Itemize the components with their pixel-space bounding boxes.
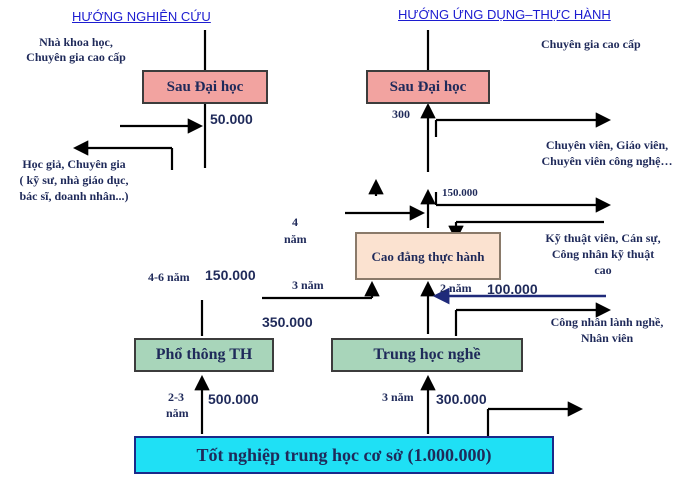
figure-500000: 500.000 bbox=[208, 391, 259, 407]
lower-secondary-box: Tốt nghiệp trung học cơ sở (1.000.000) bbox=[134, 436, 554, 474]
label-line: Nhà khoa học, bbox=[39, 35, 113, 49]
label-line: Kỹ thuật viên, Cán sự, bbox=[545, 231, 661, 245]
figure-100000: 100.000 bbox=[487, 281, 538, 297]
header-applied: HƯỚNG ỨNG DỤNG–THỰC HÀNH bbox=[398, 7, 611, 22]
label-line: bác sĩ, doanh nhân...) bbox=[19, 189, 129, 203]
label-line: Công nhân kỹ thuật bbox=[551, 247, 655, 261]
label-line: Công nhân lành nghề, bbox=[550, 315, 664, 329]
label-line: Nhân viên bbox=[580, 331, 634, 345]
label-line: Chuyên gia cao cấp bbox=[26, 50, 126, 64]
label-specialist: Chuyên viên, Giáo viên, Chuyên viên công… bbox=[528, 137, 686, 169]
figure-years-2-3: 2-3 bbox=[168, 390, 184, 404]
figure-300: 300 bbox=[392, 107, 410, 121]
postgrad-box-research: Sau Đại học bbox=[142, 70, 268, 104]
label-line: ( kỹ sư, nhà giáo dục, bbox=[19, 173, 129, 187]
label-worker: Công nhân lành nghề, Nhân viên bbox=[530, 314, 684, 346]
postgrad-box-applied: Sau Đại học bbox=[366, 70, 490, 104]
figure-50000: 50.000 bbox=[210, 111, 253, 127]
figure-years-4-unit: năm bbox=[284, 232, 307, 246]
figure-years-2: 2 năm bbox=[440, 281, 472, 295]
label-line: Học giả, Chuyên gia bbox=[22, 157, 126, 171]
label-line: Chuyên viên công nghệ… bbox=[541, 154, 673, 168]
figure-years-2-3-unit: năm bbox=[166, 406, 189, 420]
header-research: HƯỚNG NGHIÊN CỨU bbox=[72, 9, 211, 24]
figure-150000: 150.000 bbox=[205, 267, 256, 283]
figure-300000: 300.000 bbox=[436, 391, 487, 407]
figure-years-3-college: 3 năm bbox=[292, 278, 324, 292]
label-technician: Kỹ thuật viên, Cán sự, Công nhân kỹ thuậ… bbox=[528, 230, 678, 278]
label-scholar: Học giả, Chuyên gia ( kỹ sư, nhà giáo dụ… bbox=[6, 156, 142, 204]
figure-years-4: 4 bbox=[292, 215, 298, 229]
figure-350000: 350.000 bbox=[262, 314, 313, 330]
figure-years-3-vocational: 3 năm bbox=[382, 390, 414, 404]
college-box: Cao đẳng thực hành bbox=[355, 232, 501, 280]
highschool-box: Phổ thông TH bbox=[134, 338, 274, 372]
label-senior-expert: Chuyên gia cao cấp bbox=[541, 37, 641, 51]
label-line: cao bbox=[594, 263, 612, 277]
figure-years-4-6: 4-6 năm bbox=[148, 270, 190, 284]
label-line: Chuyên viên, Giáo viên, bbox=[545, 138, 669, 152]
vocational-box: Trung học nghề bbox=[331, 338, 523, 372]
label-scientist: Nhà khoa học, Chuyên gia cao cấp bbox=[16, 35, 136, 65]
figure-150000-top: 150.000 bbox=[442, 187, 478, 199]
